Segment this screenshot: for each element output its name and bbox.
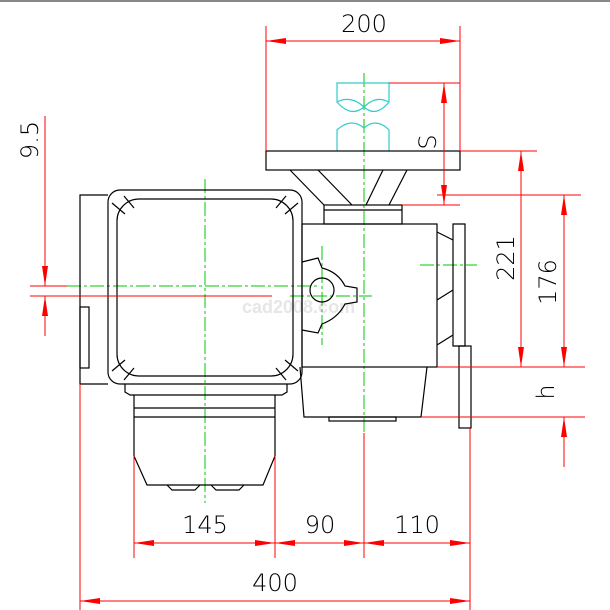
dim-90: 90 bbox=[305, 511, 336, 539]
output-shaft bbox=[336, 82, 390, 151]
dim-221: 221 bbox=[492, 235, 520, 281]
dim-110: 110 bbox=[394, 511, 440, 539]
dim-s: S bbox=[414, 134, 442, 149]
coupling bbox=[323, 204, 403, 225]
dim-176: 176 bbox=[534, 259, 562, 305]
dim-145: 145 bbox=[182, 511, 228, 539]
mounting-plate bbox=[265, 150, 461, 206]
dim-400: 400 bbox=[252, 569, 298, 597]
gearbox bbox=[299, 223, 472, 429]
dim-200: 200 bbox=[341, 10, 387, 38]
motor bbox=[79, 189, 303, 491]
centerlines bbox=[67, 73, 477, 503]
dim-9-5: 9.5 bbox=[16, 121, 44, 159]
dim-h: h bbox=[532, 384, 560, 399]
watermark: cad2008.com bbox=[242, 297, 355, 317]
dimension-lines bbox=[30, 26, 585, 610]
